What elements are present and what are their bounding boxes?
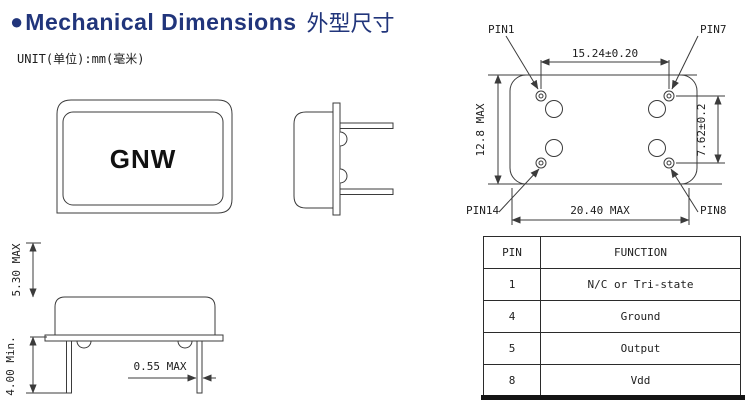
cell-function: Vdd: [540, 364, 741, 397]
cell-pin: 4: [483, 300, 541, 333]
table-row: 4 Ground: [483, 300, 741, 333]
cell-function: Output: [540, 332, 741, 365]
profile-drawing: 5.30 MAX 4.00 Min. 0.55 MAX: [4, 236, 250, 396]
base-plate: [333, 103, 340, 215]
unit-label: UNIT(单位):mm(毫米): [17, 52, 145, 66]
pin8-leader: [671, 168, 698, 212]
pin7-leader: [672, 36, 698, 90]
pin1-label: PIN1: [488, 23, 515, 36]
pin14-label: PIN14: [466, 204, 499, 217]
footprint-drawing: 15.24±0.20 12.8 MAX 7.62±0.2 20.40 MAX P…: [466, 23, 727, 233]
dim-pin-pitch-x: 15.24±0.20: [572, 47, 638, 60]
dim-body-width: 20.40 MAX: [570, 204, 630, 217]
cell-pin: 8: [483, 364, 541, 397]
page-title: ● Mechanical Dimensions 外型尺寸: [10, 6, 395, 38]
dim-body-height: 12.8 MAX: [474, 103, 487, 156]
table-row: 1 N/C or Tri-state: [483, 268, 741, 301]
base-plate: [45, 335, 223, 341]
pin-base-bump-bottom: [340, 169, 347, 183]
brand-text: GNW: [110, 144, 177, 174]
section-divider-bar: [481, 395, 745, 400]
dim-pin-width: 0.55 MAX: [134, 360, 187, 373]
page-title-chinese: 外型尺寸: [306, 11, 395, 36]
title-bullet-icon: ●: [10, 9, 24, 34]
pin-pads: [536, 91, 674, 168]
pin14-leader: [499, 169, 539, 212]
table-header-row: PIN FUNCTION: [483, 236, 741, 269]
pin-function-table: PIN FUNCTION 1 N/C or Tri-state 4 Ground…: [483, 236, 741, 397]
pin-lead-bottom: [340, 189, 393, 195]
pin8-label: PIN8: [700, 204, 727, 217]
pin-lead-left: [67, 341, 72, 393]
page-title-text: Mechanical Dimensions: [25, 8, 297, 35]
body-outline: [55, 297, 215, 335]
pin-base-bump-right: [178, 341, 192, 348]
standoff-circles: [546, 101, 666, 157]
pin-base-bump-top: [340, 132, 347, 146]
cell-pin: 1: [483, 268, 541, 301]
dim-pin-pitch-y: 7.62±0.2: [695, 104, 708, 157]
package-inner-outline: [63, 112, 223, 205]
pin7-label: PIN7: [700, 23, 727, 36]
header-function: FUNCTION: [540, 236, 741, 269]
header-pin: PIN: [483, 236, 541, 269]
end-view-drawing: [288, 98, 400, 220]
cell-function: Ground: [540, 300, 741, 333]
package-outline: [57, 100, 232, 213]
cell-function: N/C or Tri-state: [540, 268, 741, 301]
top-view-drawing: GNW: [45, 95, 245, 223]
pin-lead-top: [340, 123, 393, 129]
cell-pin: 5: [483, 332, 541, 365]
pin-base-bump-left: [77, 341, 91, 348]
table-row: 5 Output: [483, 332, 741, 365]
dim-body-height: 5.30 MAX: [10, 243, 23, 296]
table-row: 8 Vdd: [483, 364, 741, 397]
pin-lead-right: [197, 341, 202, 393]
body-outline: [294, 112, 333, 208]
pin1-leader: [506, 36, 538, 90]
dim-pin-length: 4.00 Min.: [4, 336, 17, 396]
